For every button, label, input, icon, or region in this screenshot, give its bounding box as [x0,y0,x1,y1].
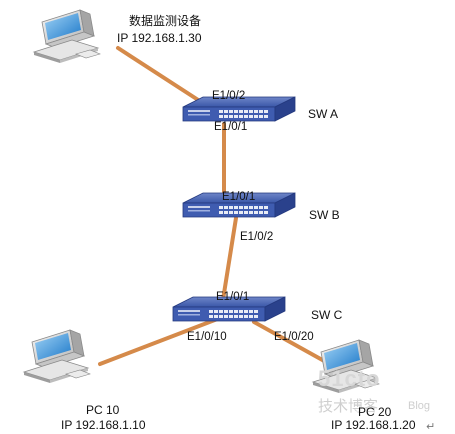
swc-port-right: E1/0/20 [274,331,314,343]
pc20-ip: IP 192.168.1.20 [331,418,416,432]
swa-port-top: E1/0/2 [212,90,246,102]
link-swb-swc [220,216,238,308]
swb-port-top: E1/0/1 [222,191,256,203]
monitor-pc-icon [33,9,101,64]
watermark-site: 51cto [318,366,381,391]
swa-name: SW A [308,107,339,121]
return-mark-icon: ↵ [426,421,436,433]
monitor-pc-ip: IP 192.168.1.30 [117,31,202,45]
swc-name: SW C [311,308,343,322]
pc10-name: PC 10 [86,403,120,417]
pc20-name: PC 20 [358,405,392,419]
swa-port-bottom: E1/0/1 [214,121,248,133]
swc-port-left: E1/0/10 [187,331,227,343]
monitor-pc-name: 数据监测设备 [129,14,202,28]
swb-port-bottom: E1/0/2 [240,231,274,243]
swc-port-top: E1/0/1 [216,291,250,303]
pc10-icon [23,329,91,384]
watermark-blog: Blog [408,400,431,412]
swb-name: SW B [309,208,340,222]
link-swc-pc10 [98,316,222,366]
pc10-ip: IP 192.168.1.10 [61,418,146,432]
watermark-text: 技术博客 [318,398,379,415]
